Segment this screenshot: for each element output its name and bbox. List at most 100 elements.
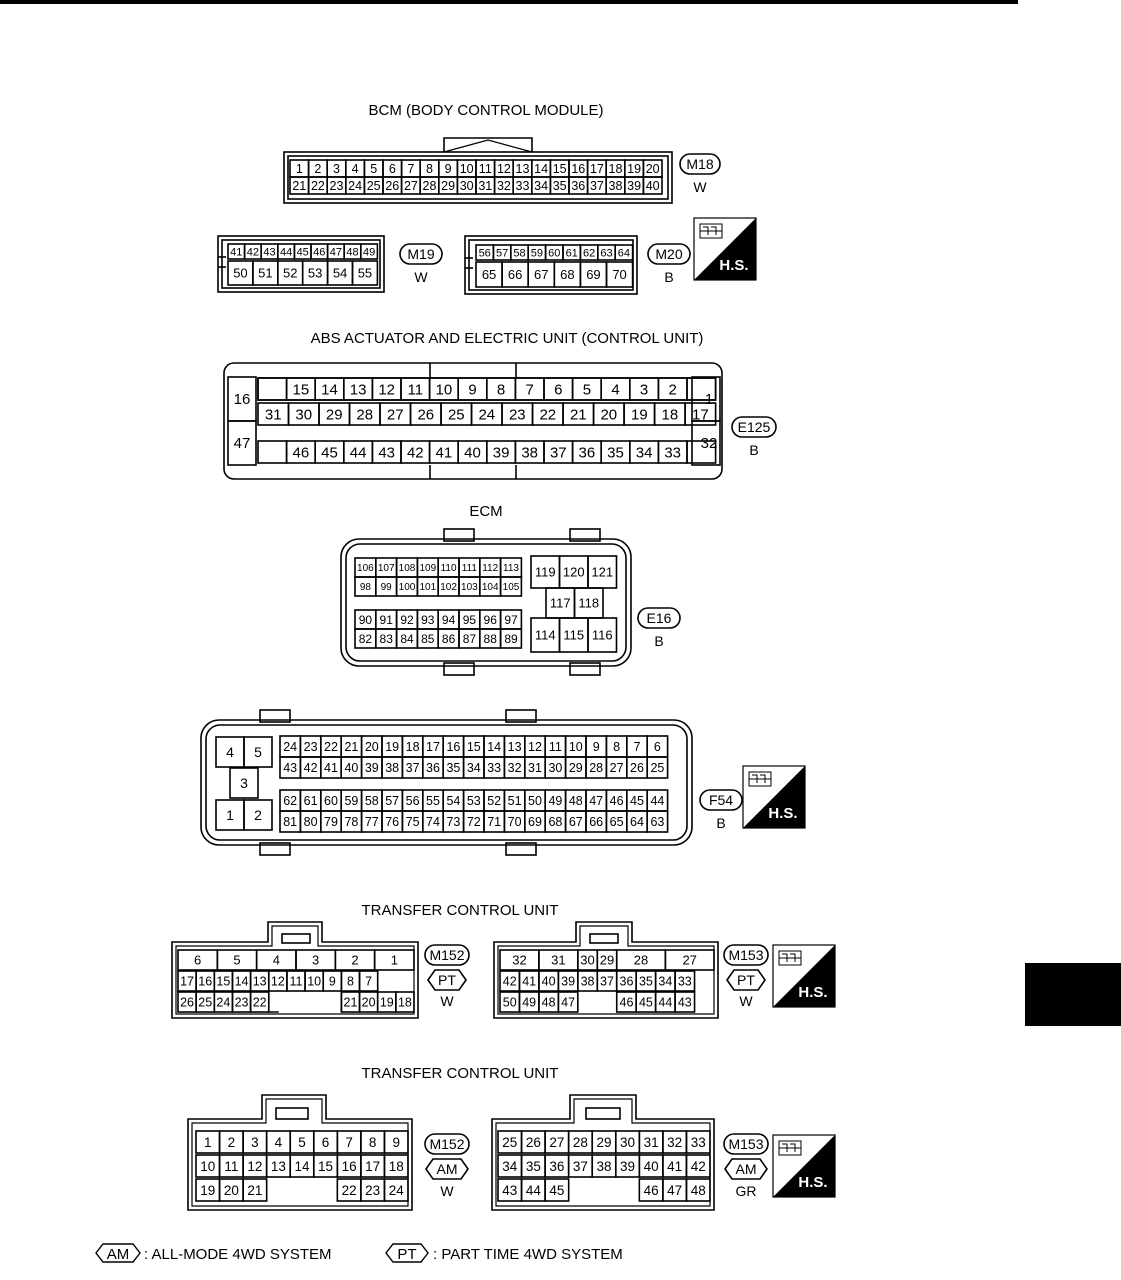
harness-side-badge: H.S. [772,944,836,1008]
pin-number: 66 [589,815,603,829]
pin-number: 46 [313,246,325,258]
pin-number: 65 [482,267,496,282]
pin-number: 6 [554,381,562,398]
pin-number: 37 [550,444,567,461]
pin-number: 26 [385,179,399,193]
pin-number: 16 [234,391,251,408]
pin-number: 37 [590,179,604,193]
pin-number: 12 [247,1159,262,1174]
pin-cell [383,1178,409,1202]
pin-number: 22 [342,1183,357,1198]
pin-number: 23 [304,740,318,754]
pin-number: 42 [503,975,517,989]
tag-m19: M19 W [399,243,443,285]
pin-number: 111 [462,563,478,574]
pin-number: 35 [446,761,460,775]
pin-number: 59 [531,247,543,259]
pin-number: 22 [539,406,556,423]
pin-number: 4 [611,381,619,398]
pin-number: 39 [365,761,379,775]
svg-text:B: B [749,442,758,458]
pin-cell [242,1178,268,1202]
legend-pt-text: : PART TIME 4WD SYSTEM [433,1246,623,1263]
pin-number: 112 [482,563,498,574]
svg-text:B: B [664,269,673,285]
pin-number: 49 [548,794,562,808]
pin-number: 35 [553,179,567,193]
connector-hands-icon [778,1140,802,1156]
pin-cell [557,991,579,1013]
pin-number: 1 [391,953,398,968]
pin-number: 70 [612,267,626,282]
pin-number: 36 [426,761,440,775]
pin-number: 32 [497,179,511,193]
pin-number: 1 [204,1135,212,1150]
pin-number: 25 [650,761,664,775]
pin-number: 2 [314,162,321,176]
pin-number: 27 [404,179,418,193]
connector-hands-icon [778,950,802,966]
pin-number: 33 [678,975,692,989]
pin-number: 60 [548,247,560,259]
pin-number: 19 [627,162,641,176]
pin-number: 30 [620,1135,635,1150]
svg-text:E16: E16 [647,610,672,626]
pin-cell [243,736,273,768]
pin-number: 11 [290,975,303,989]
pin-number: 31 [478,179,492,193]
pin-cell [227,420,257,466]
pin-number: 42 [304,761,318,775]
harness-side-badge: H.S. [772,1134,836,1198]
pin-number: 29 [569,761,583,775]
pin-number: 16 [198,975,212,989]
pin-number: 41 [667,1159,682,1174]
pin-cell [383,1130,409,1154]
legend-pt-code: PT [397,1246,416,1263]
svg-text:PT: PT [438,972,456,988]
pin-number: 93 [421,613,435,627]
svg-text:M153: M153 [728,1136,763,1152]
pin-number: 18 [609,162,623,176]
pin-cell [684,402,717,426]
pin-number: 88 [484,632,498,646]
pin-number: 67 [569,815,583,829]
pin-number: 80 [304,815,318,829]
pin-cell [646,756,669,779]
pin-number: 11 [549,740,562,754]
pin-number: 56 [406,794,420,808]
pin-number: 91 [380,613,394,627]
pin-number: 101 [419,582,436,593]
pin-number: 15 [553,162,567,176]
pin-number: 58 [365,794,379,808]
pin-number: 39 [627,179,641,193]
pin-number: 32 [667,1135,682,1150]
pin-number: 41 [324,761,338,775]
pin-number: 8 [497,381,505,398]
pin-number: 26 [526,1135,541,1150]
pin-number: 31 [265,406,282,423]
pin-number: 44 [280,246,292,258]
pin-number: 29 [441,179,455,193]
pin-number: 68 [560,267,574,282]
pin-number: 34 [467,761,481,775]
pin-number: 47 [330,246,342,258]
pt-code-marker [385,1243,429,1263]
pin-number: 5 [583,381,591,398]
pin-number: 43 [678,996,692,1010]
pin-number: 20 [600,406,617,423]
pin-number: 39 [620,1159,635,1174]
pin-number: 9 [329,975,336,989]
pin-number: 34 [658,975,672,989]
pin-number: 15 [216,975,230,989]
pin-number: 36 [579,444,596,461]
pin-number: 66 [508,267,522,282]
bcm-title: BCM (BODY CONTROL MODULE) [368,102,603,119]
pin-number: 115 [563,628,584,643]
pin-number: 49 [522,996,536,1010]
pin-cell [605,261,634,288]
